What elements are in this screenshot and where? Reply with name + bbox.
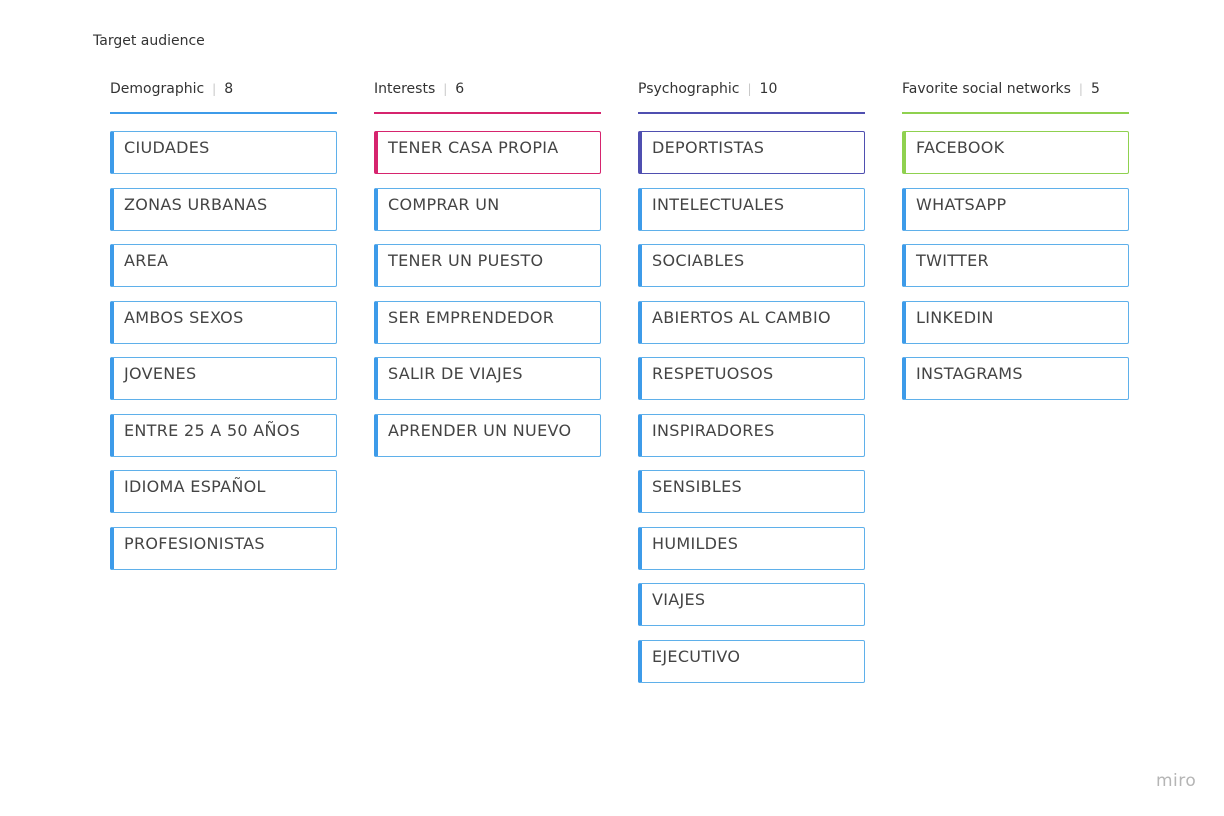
- card[interactable]: LINKEDIN: [902, 300, 1129, 344]
- miro-watermark: miro: [1156, 771, 1197, 791]
- card[interactable]: FACEBOOK: [902, 131, 1129, 174]
- card-list: FACEBOOK WHATSAPP TWITTER LINKEDIN INSTAGRAM…: [902, 131, 1129, 400]
- card[interactable]: COMPRAR UN: [374, 187, 601, 231]
- card[interactable]: INSTAGRAMS: [902, 357, 1129, 400]
- card-list: TENER CASA PROPIA COMPRAR UN TENER UN PUES…: [374, 131, 601, 457]
- column-favorite-social-networks: Favorite social networks | 5 FACEBOOK WHA…: [902, 80, 1129, 414]
- card[interactable]: VIAJES: [638, 583, 865, 626]
- card[interactable]: CIUDADES: [110, 131, 337, 174]
- card[interactable]: EJECUTIVO: [638, 639, 865, 683]
- card[interactable]: ENTRE 25 A 50 AÑOS: [110, 413, 337, 457]
- separator: |: [212, 82, 217, 96]
- column-psychographic: Psychographic | 10 DEPORTISTAS INTELECTUA…: [638, 80, 865, 696]
- card[interactable]: JOVENES: [110, 357, 337, 400]
- column-interests: Interests | 6 TENER CASA PROPIA COMPRAR U…: [374, 80, 601, 470]
- card[interactable]: AMBOS SEXOS: [110, 300, 337, 344]
- column-count: 10: [759, 81, 778, 97]
- column-title: Psychographic: [638, 81, 740, 97]
- card[interactable]: HUMILDES: [638, 526, 865, 570]
- card[interactable]: ZONAS URBANAS: [110, 187, 337, 231]
- column-title: Demographic: [110, 81, 205, 97]
- card[interactable]: SENSIBLES: [638, 470, 865, 513]
- column-count: 5: [1090, 81, 1100, 97]
- card[interactable]: PROFESIONISTAS: [110, 526, 337, 570]
- card[interactable]: SOCIABLES: [638, 244, 865, 287]
- column-header[interactable]: Demographic | 8: [110, 80, 337, 114]
- card[interactable]: TENER UN PUESTO: [374, 244, 601, 287]
- card[interactable]: DEPORTISTAS: [638, 131, 865, 174]
- card[interactable]: APRENDER UN NUEVO: [374, 413, 601, 457]
- card[interactable]: SER EMPRENDEDOR: [374, 300, 601, 344]
- column-header[interactable]: Psychographic | 10: [638, 80, 865, 114]
- card-list: DEPORTISTAS INTELECTUALES SOCIABLES ABIERTO…: [638, 131, 865, 683]
- column-title: Interests: [374, 81, 436, 97]
- card[interactable]: TENER CASA PROPIA: [374, 131, 601, 174]
- card[interactable]: INTELECTUALES: [638, 187, 865, 231]
- card-list: CIUDADES ZONAS URBANAS AREA AMBOS SEXOS JOVE…: [110, 131, 337, 570]
- separator: |: [1078, 82, 1083, 96]
- column-header[interactable]: Favorite social networks | 5: [902, 80, 1129, 114]
- card[interactable]: SALIR DE VIAJES: [374, 357, 601, 400]
- separator: |: [747, 82, 752, 96]
- card[interactable]: AREA: [110, 244, 337, 287]
- card[interactable]: IDIOMA ESPAÑOL: [110, 470, 337, 513]
- card[interactable]: INSPIRADORES: [638, 413, 865, 457]
- card[interactable]: TWITTER: [902, 244, 1129, 287]
- card[interactable]: RESPETUOSOS: [638, 357, 865, 400]
- column-demographic: Demographic | 8 CIUDADES ZONAS URBANAS ARE…: [110, 80, 337, 583]
- separator: |: [443, 82, 448, 96]
- card[interactable]: ABIERTOS AL CAMBIO: [638, 300, 865, 344]
- column-count: 8: [224, 81, 234, 97]
- column-title: Favorite social networks: [902, 81, 1071, 97]
- column-header[interactable]: Interests | 6: [374, 80, 601, 114]
- column-count: 6: [455, 81, 465, 97]
- board-title[interactable]: Target audience: [93, 33, 205, 49]
- card[interactable]: WHATSAPP: [902, 187, 1129, 231]
